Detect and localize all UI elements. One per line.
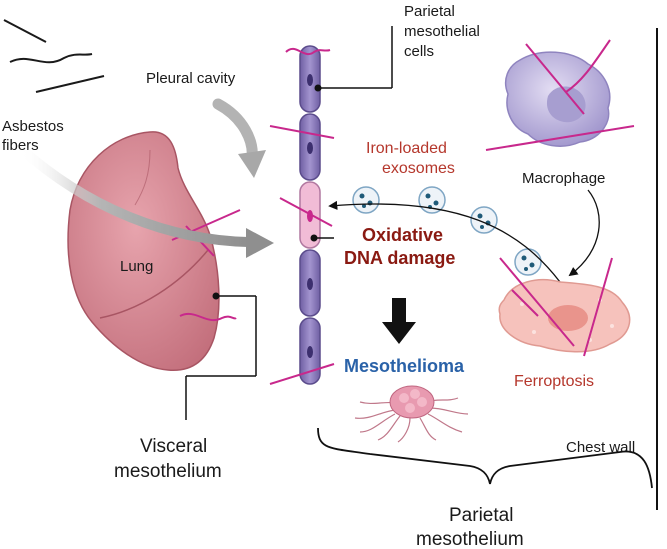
visceral-pointer bbox=[185, 292, 257, 420]
parietal-cells-pointer bbox=[314, 26, 393, 92]
macrophage-label: Macrophage bbox=[522, 170, 605, 187]
oxidative-label-2: DNA damage bbox=[344, 248, 455, 268]
exosomes-label-1: Iron-loaded bbox=[366, 140, 447, 157]
exosomes-label-2: exosomes bbox=[382, 160, 455, 177]
parietal-cells-label-2: mesothelial bbox=[404, 23, 480, 40]
tumor-icon bbox=[354, 385, 469, 443]
ferroptosis-fibers-icon bbox=[499, 257, 613, 357]
membrane-fibers-icon bbox=[269, 47, 335, 385]
parietal-cells-label-1: Parietal bbox=[404, 3, 455, 20]
pleural-cavity-label: Pleural cavity bbox=[146, 70, 236, 87]
mesothelioma-label: Mesothelioma bbox=[344, 356, 465, 376]
visceral-label-2: mesothelium bbox=[114, 461, 222, 482]
down-arrow-icon bbox=[382, 298, 416, 344]
exosomes-icon bbox=[352, 186, 542, 276]
ferroptosis-cell-icon bbox=[498, 279, 631, 353]
oxidative-pointer bbox=[310, 234, 334, 242]
parietal-brace bbox=[317, 427, 653, 489]
visceral-label-1: Visceral bbox=[140, 436, 207, 457]
oxidative-label-1: Oxidative bbox=[362, 225, 443, 245]
asbestos-label-1: Asbestos bbox=[2, 118, 64, 135]
macrophage-fibers-icon bbox=[485, 39, 635, 151]
exosome-release-arrow bbox=[328, 200, 561, 283]
pleural-cavity-arrow bbox=[212, 98, 266, 178]
asbestos-fibers-icon bbox=[3, 19, 105, 93]
ferroptosis-label: Ferroptosis bbox=[514, 373, 594, 390]
parietal-meso-label-2: mesothelium bbox=[416, 529, 524, 549]
asbestos-path-arrow bbox=[15, 143, 274, 258]
lung-icon bbox=[67, 131, 220, 371]
parietal-cells-label-3: cells bbox=[404, 43, 434, 60]
lung-label: Lung bbox=[120, 258, 153, 275]
macrophage-arrow bbox=[568, 189, 600, 277]
parietal-meso-label-1: Parietal bbox=[449, 505, 513, 526]
chest-wall-label: Chest wall bbox=[566, 439, 635, 456]
